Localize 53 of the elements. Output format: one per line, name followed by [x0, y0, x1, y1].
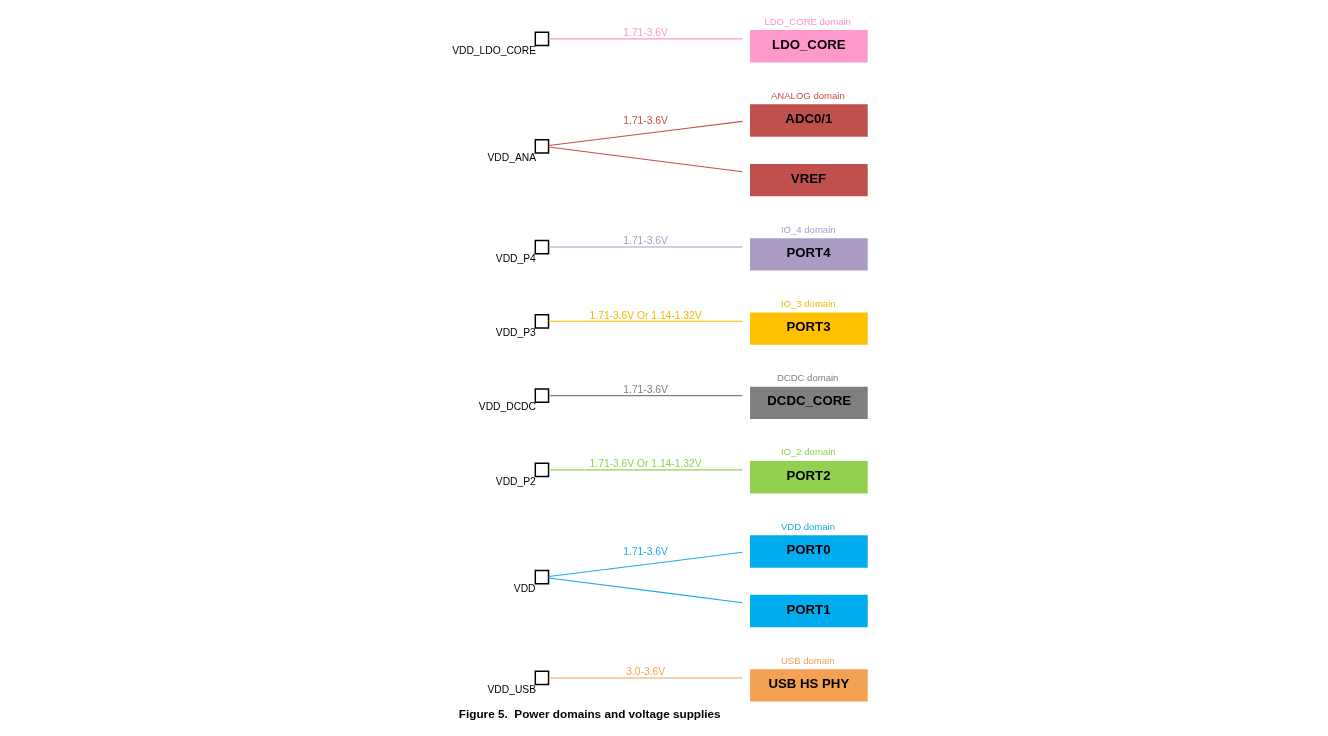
node-label: VDD_USB [487, 683, 537, 695]
edge-label: 1.71-3.6V [623, 235, 668, 247]
node-label: IO_2 domain [780, 446, 836, 458]
edge-label: 1.71-3.6V [623, 115, 668, 127]
node-label: IO_3 domain [780, 297, 836, 309]
edge-label: 1.71-3.6V [623, 383, 668, 395]
node-label: VDD_LDO_CORE [452, 44, 537, 56]
connector [548, 246, 743, 248]
edge-label: 1.71-3.6V [623, 27, 668, 39]
node-box [534, 388, 550, 403]
connector [548, 677, 743, 679]
node-box: PORT4 [750, 238, 868, 271]
node-label: USB domain [780, 654, 835, 666]
node-box: PORT3 [750, 312, 868, 345]
connector [548, 469, 743, 471]
node-box: LDO_CORE [750, 30, 868, 63]
caption: Figure 5. Power domains and voltage supplies [458, 706, 721, 720]
node-box: PORT2 [750, 461, 868, 494]
node-box [534, 239, 550, 255]
edge-label: 1.71-3.6V Or 1.14-1.32V [589, 458, 702, 470]
node-box [534, 670, 550, 686]
connector [548, 146, 743, 173]
node-box [534, 462, 550, 478]
node-label: ANALOG domain [771, 89, 845, 101]
edge-label: 3.0-3.6V [626, 666, 666, 678]
connector [548, 120, 743, 147]
node-label: VDD_ANA [487, 152, 537, 164]
edge-label: 1.71-3.6V Or 1.14-1.32V [589, 309, 702, 321]
node-box: PORT1 [750, 594, 868, 628]
node-box [534, 569, 550, 585]
node-label: VDD_P4 [495, 252, 536, 264]
connector [548, 320, 743, 322]
node-box: DCDC_CORE [750, 386, 868, 420]
node-box [534, 138, 550, 154]
node-label: VDD_DCDC [478, 401, 536, 413]
edge-label: 1.71-3.6V [623, 545, 668, 557]
connector [548, 577, 743, 604]
node-label: VDD_P3 [495, 327, 536, 339]
node-box: USB HS PHY [750, 669, 868, 702]
node-box: ADC0/1 [750, 104, 868, 137]
node-label: VDD [513, 583, 536, 595]
node-label: VDD_P2 [495, 475, 536, 487]
connector [548, 551, 743, 577]
connector [548, 395, 743, 397]
node-box: VREF [750, 163, 868, 197]
node-label: VDD domain [780, 520, 836, 532]
node-label: IO_4 domain [780, 223, 836, 235]
connector [548, 38, 743, 40]
node-label: LDO_CORE domain [764, 15, 851, 27]
node-box [534, 313, 550, 329]
node-label: DCDC domain [776, 372, 839, 384]
node-box: PORT0 [750, 535, 868, 568]
node-box [534, 31, 550, 47]
